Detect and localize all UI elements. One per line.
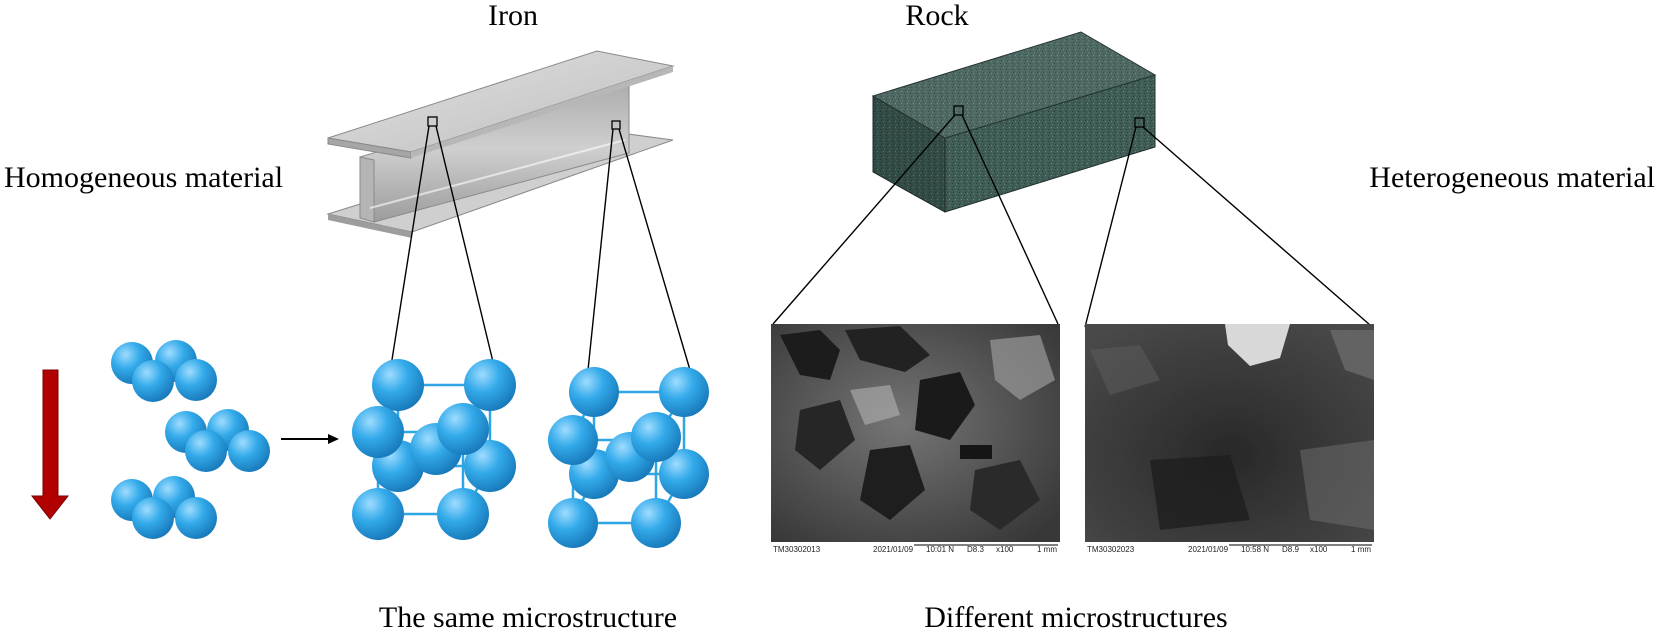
atom-cluster-bottom	[111, 476, 217, 539]
homogeneous-label: Homogeneous material	[4, 161, 283, 194]
sem1-scale: 1 mm	[1037, 545, 1057, 554]
sem1-date: 2021/01/09	[873, 545, 914, 554]
rock-sample-marker-1	[953, 105, 964, 116]
crystal-lattice-2	[548, 367, 709, 548]
sem1-sample-id: TM30302013	[773, 545, 821, 554]
sem-image-2-info: TM30302023 2021/01/09 10:58 N D8.9 x100 …	[1087, 544, 1372, 554]
rock-block	[871, 31, 1157, 213]
sem1-time: 10:01 N	[926, 545, 954, 554]
different-microstructures-label: Different microstructures	[924, 601, 1228, 634]
sem2-scale: 1 mm	[1351, 545, 1371, 554]
crystal-lattice-1	[352, 359, 516, 540]
sem1-wd: D8.3	[967, 545, 984, 554]
cooling-arrow	[30, 369, 70, 520]
rock-sample-marker-2	[1134, 117, 1145, 128]
zoom-lines	[390, 114, 1371, 371]
iron-sample-marker-1	[427, 116, 438, 127]
sem-image-1-info: TM30302013 2021/01/09 10:01 N D8.3 x100 …	[773, 544, 1058, 554]
sem2-mag: x100	[1310, 545, 1328, 554]
atom-cluster-middle	[165, 409, 270, 472]
heterogeneous-label: Heterogeneous material	[1369, 161, 1655, 194]
rock-label: Rock	[905, 0, 968, 32]
transform-arrow	[281, 434, 339, 444]
sem-image-1	[771, 324, 1060, 556]
sem-image-2	[1085, 324, 1374, 556]
iron-label: Iron	[488, 0, 538, 32]
sem1-mag: x100	[996, 545, 1014, 554]
iron-beam	[326, 50, 675, 238]
iron-sample-marker-2	[611, 120, 621, 130]
sem2-wd: D8.9	[1282, 545, 1299, 554]
same-microstructure-label: The same microstructure	[379, 601, 677, 634]
atom-cluster-top	[111, 340, 217, 402]
sem2-sample-id: TM30302023	[1087, 545, 1135, 554]
sem2-date: 2021/01/09	[1188, 545, 1229, 554]
sem2-time: 10:58 N	[1241, 545, 1269, 554]
